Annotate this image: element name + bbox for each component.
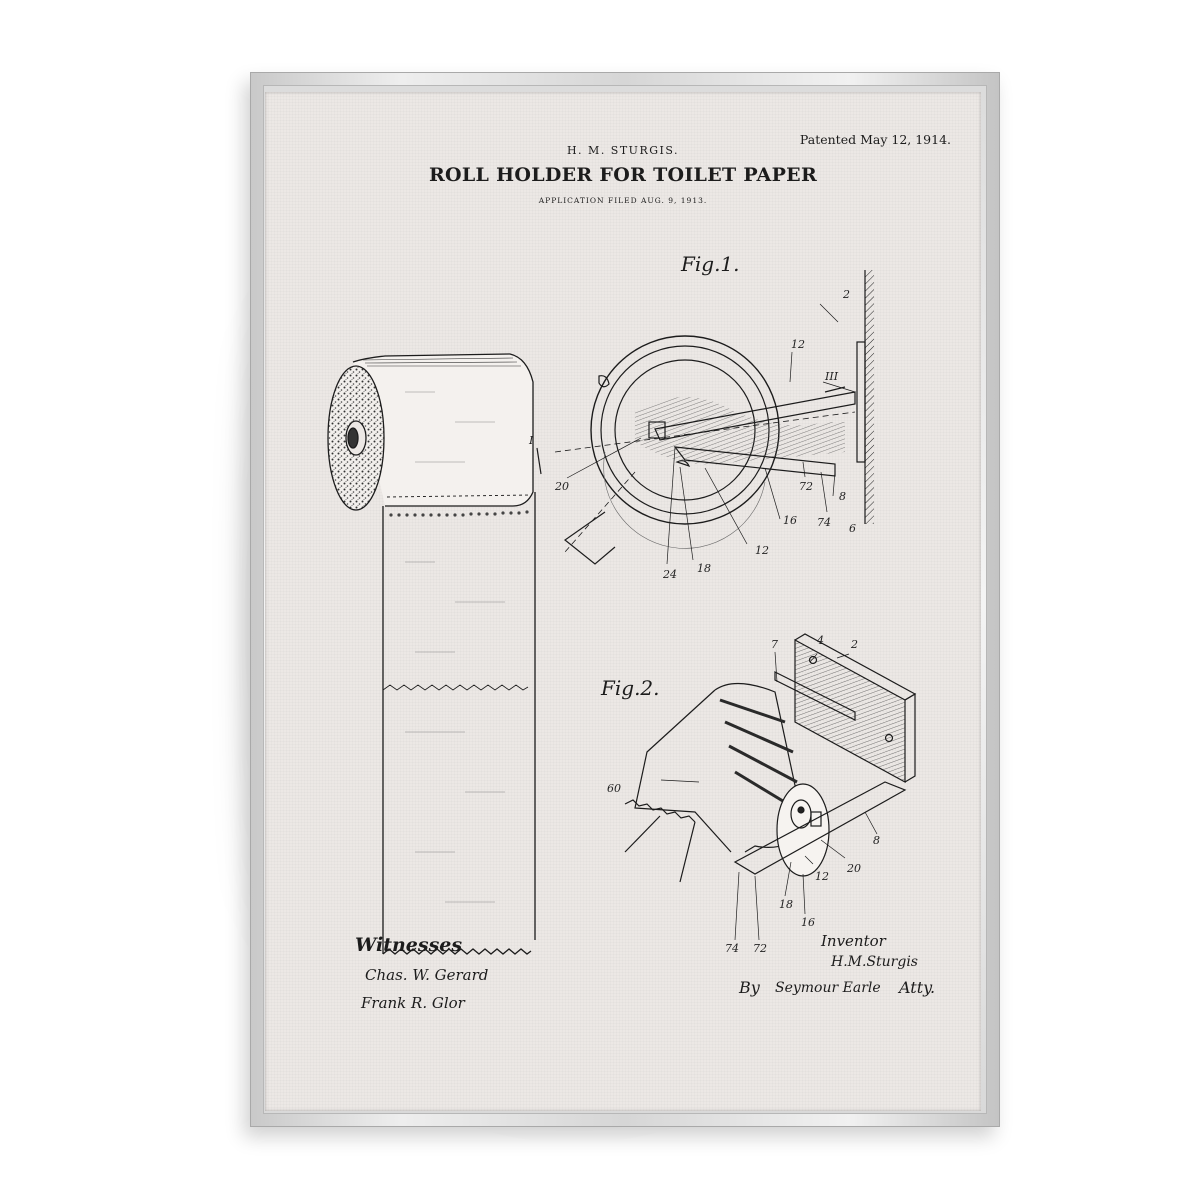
witness-signature-2: Frank R. Glor [361,994,465,1012]
svg-text:18: 18 [697,562,711,575]
svg-text:8: 8 [873,834,880,847]
svg-text:12: 12 [755,544,769,557]
svg-text:74: 74 [817,516,831,529]
toilet-roll-illustration [328,354,535,954]
inventor-signature: H.M.Sturgis [831,954,918,970]
svg-text:2: 2 [850,638,858,651]
svg-text:72: 72 [753,942,767,955]
svg-text:74: 74 [725,942,739,955]
atty-label: Atty. [899,978,935,997]
svg-text:20: 20 [846,862,861,875]
svg-text:60: 60 [607,782,621,795]
by-label: By [739,978,760,997]
svg-text:8: 8 [839,490,846,503]
figure-1-drawing: 2 12 III 20 I 72 8 16 74 6 12 18 24 [528,270,874,581]
svg-text:16: 16 [783,514,797,527]
patent-print: H. M. STURGIS. ROLL HOLDER FOR TOILET PA… [265,92,981,1111]
svg-text:16: 16 [801,916,815,929]
svg-text:12: 12 [815,870,829,883]
svg-text:20: 20 [554,480,569,493]
svg-text:I: I [528,434,534,447]
witnesses-label: Witnesses [355,934,462,956]
svg-text:2: 2 [842,288,850,301]
figure-1-label: Fig.1. [681,252,740,276]
svg-text:4: 4 [816,634,824,647]
svg-text:III: III [824,370,839,383]
svg-text:12: 12 [791,338,805,351]
svg-text:6: 6 [849,522,856,535]
svg-text:18: 18 [779,898,793,911]
svg-text:72: 72 [799,480,813,493]
svg-text:7: 7 [771,638,778,651]
figure-2-label: Fig.2. [601,676,660,700]
svg-text:24: 24 [662,568,677,581]
witness-signature-1: Chas. W. Gerard [365,966,488,984]
inventor-label: Inventor [821,932,886,950]
attorney-signature: Seymour Earle [775,980,881,996]
